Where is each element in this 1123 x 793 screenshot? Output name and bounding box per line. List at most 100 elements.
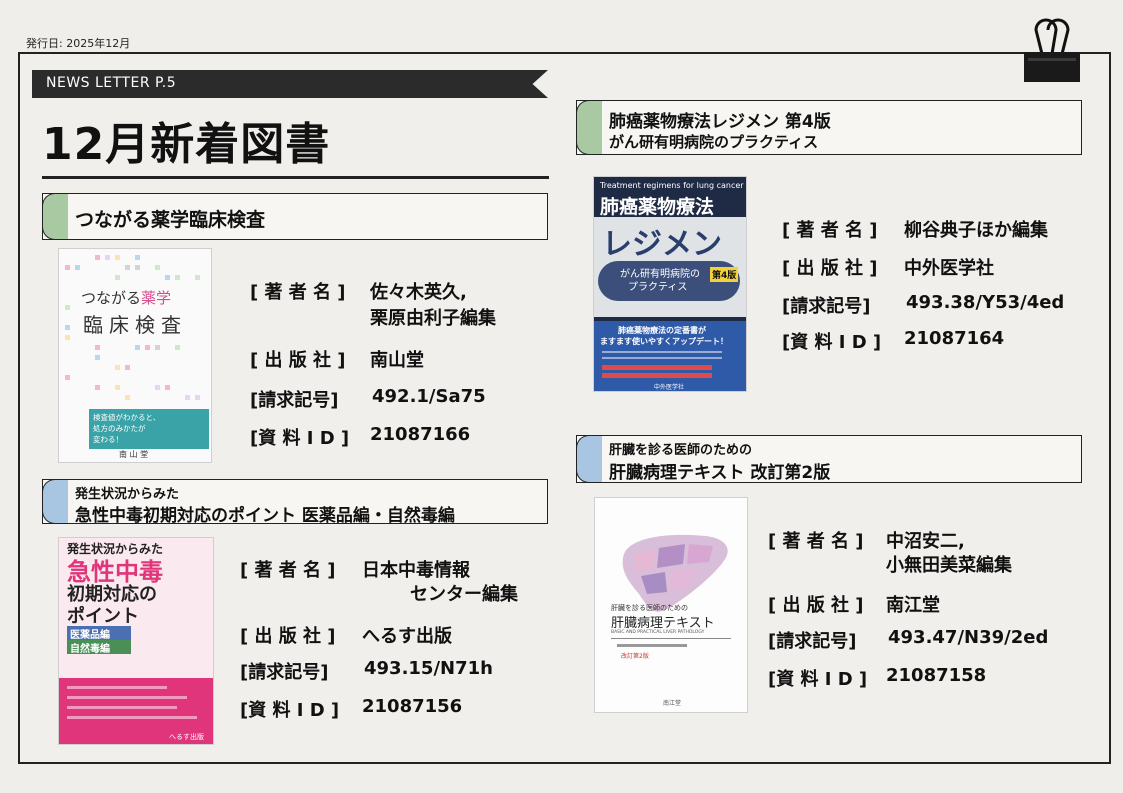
cover-tagline-box: 検査値がわかると、 処方のみかたが 変わる！: [89, 409, 209, 449]
material-id-label: [資 料 I D ]: [782, 332, 882, 353]
book-2-material-id: 21087156: [362, 696, 463, 717]
page-title: 12月新着図書: [42, 119, 331, 170]
book-1-material-id: 21087166: [370, 424, 471, 445]
mosaic-tile: [125, 265, 130, 270]
cover-banner2: ますます使いやすくアップデート！: [600, 337, 728, 346]
publisher-label: [ 出 版 社 ]: [782, 258, 878, 279]
book-1-header: つながる薬学臨床検査: [42, 193, 548, 240]
mosaic-tile: [125, 365, 130, 370]
cover-tag-2-suffix: 編: [100, 644, 110, 655]
mosaic-tile: [155, 385, 160, 390]
mosaic-tile: [185, 395, 190, 400]
author-label: [ 著 者 名 ]: [768, 531, 864, 552]
book-4-header: 肝臓を診る医師のための 肝臓病理テキスト 改訂第2版: [576, 435, 1082, 483]
cover-tag-2: 自然毒編: [67, 640, 131, 655]
book-3-cover: Treatment regimens for lung cancer 肺癌薬物療…: [593, 176, 747, 392]
cover-pink-band: へるす出版: [59, 678, 213, 744]
mosaic-tile: [75, 265, 80, 270]
mosaic-tile: [195, 395, 200, 400]
cover-tag-1: 医薬品編: [67, 626, 131, 641]
publisher-label: [ 出 版 社 ]: [240, 626, 336, 647]
mosaic-tile: [145, 345, 150, 350]
book-4-material-id: 21087158: [886, 665, 987, 686]
book-2-cover: 発生状況からみた 急性中毒 初期対応の ポイント 医薬品編 自然毒編 へるす出版: [58, 537, 214, 745]
green-tab: [576, 100, 602, 155]
mosaic-tile: [135, 345, 140, 350]
mosaic-tile: [135, 255, 140, 260]
mosaic-tile: [195, 275, 200, 280]
book-1-meta: [ 著 者 名 ] 佐々木英久, 栗原由利子編集 [ 出 版 社 ] 南山堂 […: [250, 278, 540, 458]
cover-line4: ポイント: [67, 606, 139, 627]
publisher-label: [ 出 版 社 ]: [250, 350, 346, 371]
cover-line3: 初期対応の: [67, 584, 157, 605]
call-number-label: [請求記号]: [250, 390, 339, 411]
book-4-call-number: 493.47/N39/2ed: [888, 627, 1049, 648]
cover-sub2: プラクティス: [628, 282, 688, 293]
book-3-header: 肺癌薬物療法レジメン 第4版 がん研有明病院のプラクティス: [576, 100, 1082, 155]
mosaic-tile: [175, 275, 180, 280]
blue-tab: [42, 479, 68, 524]
book-3-material-id: 21087164: [904, 328, 1005, 349]
material-id-label: [資 料 I D ]: [240, 700, 340, 721]
call-number-label: [請求記号]: [768, 631, 857, 652]
author-label: [ 著 者 名 ]: [250, 282, 346, 303]
cover-publisher: へるす出版: [169, 733, 204, 741]
book-2-call-number: 493.15/N71h: [364, 658, 493, 679]
book-3-title-line1: 肺癌薬物療法レジメン 第4版: [609, 112, 831, 132]
book-3-title-line2: がん研有明病院のプラクティス: [609, 133, 819, 151]
book-3-meta: [ 著 者 名 ] 柳谷典子ほか編集 [ 出 版 社 ] 中外医学社 [請求記号…: [782, 216, 1082, 356]
material-id-label: [資 料 I D ]: [768, 669, 868, 690]
cover-line1: 肺癌薬物療法: [600, 196, 715, 218]
book-4-meta: [ 著 者 名 ] 中沼安二, 小無田美菜編集 [ 出 版 社 ] 南江堂 [請…: [768, 527, 1068, 697]
book-1-title: つながる薬学臨床検査: [75, 209, 266, 231]
green-tab: [42, 193, 68, 240]
book-2-author-2: センター編集: [410, 584, 518, 605]
mosaic-tile: [115, 365, 120, 370]
mosaic-tile: [135, 265, 140, 270]
liver-illustration: [622, 534, 728, 612]
book-4-cover: 肝臓を診る医師のための 肝臓病理テキスト BASIC AND PRACTICAL…: [594, 497, 748, 713]
cover-publisher: 中外医学社: [654, 384, 685, 391]
book-1-call-number: 492.1/Sa75: [372, 386, 486, 407]
mosaic-tile: [65, 265, 70, 270]
mosaic-tile: [95, 355, 100, 360]
mosaic-tile: [115, 385, 120, 390]
book-1-cover: つながる薬学 臨床検査 検査値がわかると、 処方のみかたが 変わる！ 南 山 堂: [58, 248, 212, 463]
newsletter-label: NEWS LETTER P.5: [46, 75, 177, 91]
book-3-call-number: 493.38/Y53/4ed: [906, 292, 1065, 313]
blue-tab: [576, 435, 602, 483]
cover-line1: 発生状況からみた: [67, 542, 164, 556]
author-label: [ 著 者 名 ]: [782, 220, 878, 241]
call-number-label: [請求記号]: [782, 296, 871, 317]
mosaic-tile: [125, 395, 130, 400]
binder-clip-icon: [1024, 18, 1080, 82]
book-2-publisher: へるす出版: [362, 626, 452, 647]
mosaic-pattern: [65, 255, 200, 400]
mosaic-tile: [95, 345, 100, 350]
book-2-header: 発生状況からみた 急性中毒初期対応のポイント 医薬品編・自然毒編: [42, 479, 548, 526]
book-3-author-1: 柳谷典子ほか編集: [904, 220, 1048, 241]
cover-sub: 肝臓を診る医師のための: [611, 604, 688, 612]
cover-publisher: 南江堂: [663, 700, 682, 707]
cover-en: Treatment regimens for lung cancer: [600, 181, 744, 190]
book-1-publisher: 南山堂: [370, 350, 424, 371]
cover-tag-1-text: 医薬品: [70, 630, 100, 641]
book-1-author-1: 佐々木英久,: [370, 282, 467, 303]
cover-tag-2-text: 自然毒: [70, 644, 100, 655]
mosaic-tile: [155, 345, 160, 350]
call-number-label: [請求記号]: [240, 662, 329, 683]
book-3-publisher: 中外医学社: [904, 258, 994, 279]
mosaic-tile: [115, 255, 120, 260]
book-4-title-line1: 肝臓を診る医師のための: [609, 443, 753, 458]
book-1-author-2: 栗原由利子編集: [370, 308, 496, 329]
mosaic-tile: [65, 375, 70, 380]
cover-edition: 第4版: [710, 267, 739, 282]
cover-edition: 改訂第2版: [621, 653, 649, 660]
cover-title-b: 薬学: [141, 289, 172, 307]
author-label: [ 著 者 名 ]: [240, 560, 336, 581]
book-2-author-1: 日本中毒情報: [362, 560, 470, 581]
cover-tagline-2: 処方のみかたが: [93, 424, 146, 433]
mosaic-tile: [115, 275, 120, 280]
mosaic-tile: [155, 265, 160, 270]
mosaic-tile: [175, 345, 180, 350]
